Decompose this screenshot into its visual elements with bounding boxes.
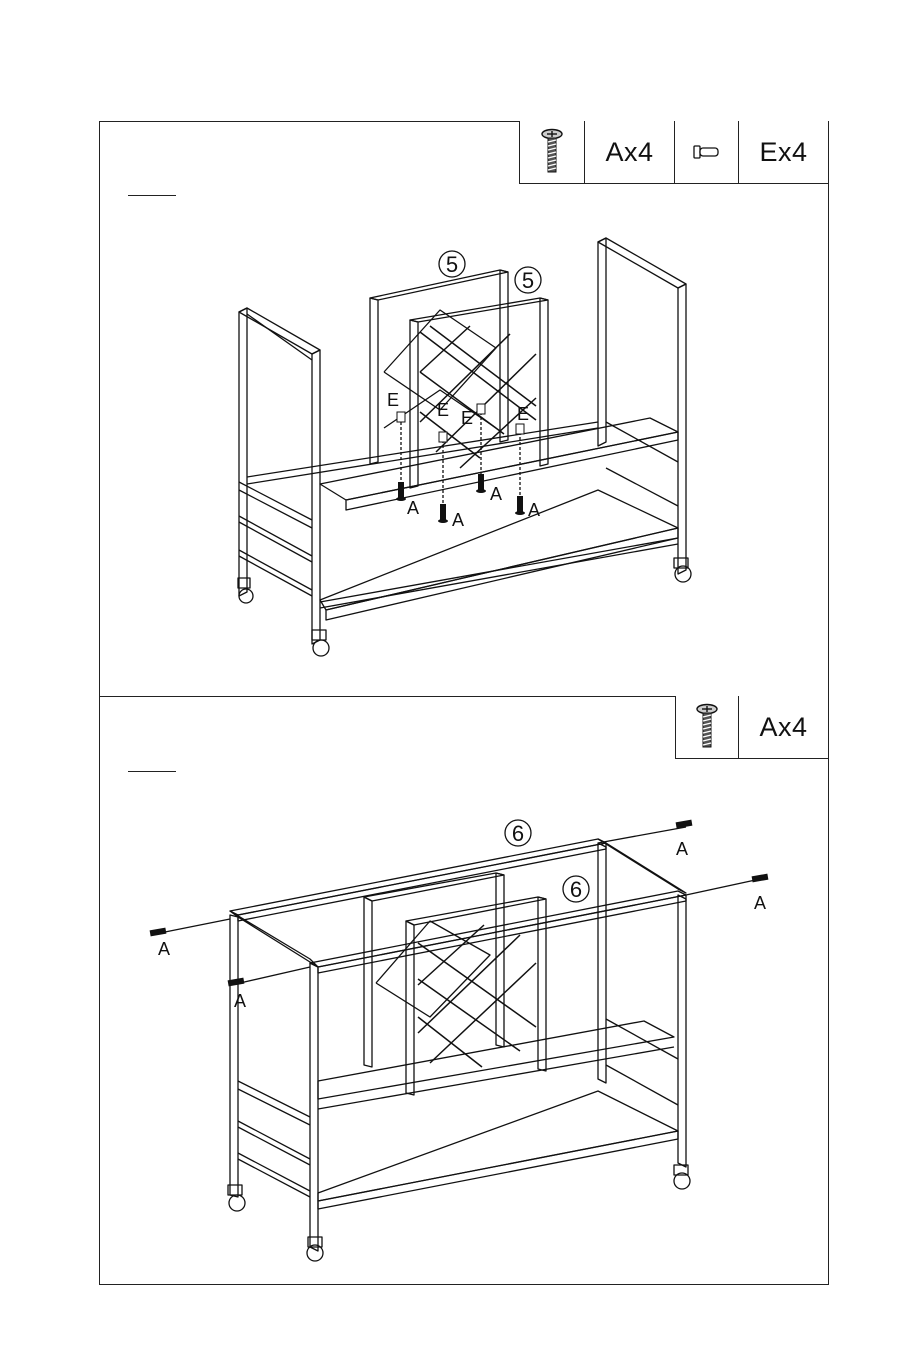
- part-6-callout-front: 6: [563, 876, 589, 902]
- screw-label: A: [158, 939, 170, 959]
- assembly-step-6-panel: Ax4: [99, 696, 829, 1285]
- step-5-illustration: 5 5 E E E E A A A A: [100, 122, 830, 698]
- part-5-callout-back: 5: [439, 251, 465, 277]
- part-6-callout-back: 6: [505, 820, 531, 846]
- step-6-illustration: 6 6 A A A A: [100, 697, 830, 1286]
- screw-label: A: [528, 500, 540, 520]
- caster-left-back: [238, 578, 253, 603]
- bolt-label: E: [461, 408, 473, 428]
- caster-right-front: [674, 558, 691, 582]
- part-number-label: 5: [522, 268, 534, 293]
- screw-label: A: [676, 839, 688, 859]
- screw-label: A: [234, 991, 246, 1011]
- part-5-callout-front: 5: [515, 267, 541, 293]
- screw-label: A: [754, 893, 766, 913]
- part-number-label: 6: [570, 877, 582, 902]
- bolt-label: E: [387, 390, 399, 410]
- screw-label: A: [452, 510, 464, 530]
- part-number-label: 5: [446, 252, 458, 277]
- bolt-label: E: [437, 400, 449, 420]
- assembly-step-5-panel: Ax4 Ex4: [99, 121, 829, 697]
- screw-label: A: [407, 498, 419, 518]
- bolt-label: E: [517, 404, 529, 424]
- part-number-label: 6: [512, 821, 524, 846]
- screw-label: A: [490, 484, 502, 504]
